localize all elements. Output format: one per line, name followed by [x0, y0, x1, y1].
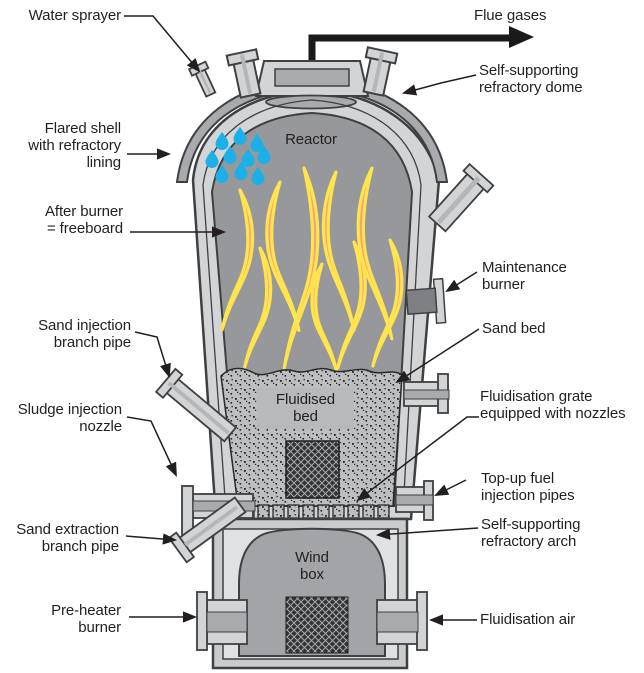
label-wind-box: Wind box [295, 549, 329, 583]
windbox-crosshatch-block [285, 596, 349, 654]
label-sand-bed: Sand bed [482, 320, 546, 337]
label-sand-extraction: Sand extraction branch pipe [16, 521, 119, 555]
fluidised-bed-label-box [257, 388, 354, 429]
label-refractory-dome: Self-supporting refractory dome [479, 62, 583, 96]
water-sprayer-nozzle [187, 60, 217, 98]
label-sludge-injection: Sludge injection nozzle [17, 401, 122, 435]
label-flue-gases: Flue gases [474, 7, 547, 24]
refractory-dome-leader [401, 74, 477, 96]
top-up-fuel-leader [434, 479, 467, 496]
label-refractory-arch: Self-supporting refractory arch [481, 516, 581, 550]
refractory-arch-leader [375, 527, 479, 540]
leader-lines [124, 15, 480, 626]
sludge-injection-leader [126, 416, 177, 477]
label-reactor: Reactor [285, 131, 337, 148]
sand-injection-branch-pipe [154, 367, 238, 443]
label-sand-injection: Sand injection branch pipe [38, 317, 131, 351]
wind-box [196, 517, 428, 670]
sand-bed-leader [395, 328, 480, 384]
sand-injection-leader [134, 331, 171, 379]
sand-extraction-leader [125, 533, 178, 545]
water-sprayer-leader [124, 15, 201, 73]
outlet-ellipse [265, 94, 357, 110]
flue-arrowhead-icon [509, 26, 534, 48]
label-flared-shell: Flared shell with refractory lining [28, 120, 121, 171]
label-after-burner: After burner = freeboard [44, 203, 123, 237]
sand-bed [220, 367, 403, 507]
bed-crosshatch-block [285, 440, 340, 499]
upper-right-nozzle [427, 162, 495, 233]
pre-heater-burner-pipe [196, 591, 248, 651]
label-fluidised-bed: Fluidised bed [275, 391, 336, 425]
dome-nozzle-right [356, 45, 400, 99]
label-pre-heater: Pre-heater burner [51, 602, 121, 636]
top-up-fuel-injection-pipe [395, 480, 434, 521]
maintenance-burner [405, 277, 447, 325]
label-water-sprayer: Water sprayer [28, 7, 121, 24]
label-maintenance-burner: Maintenance burner [482, 259, 567, 293]
fluidisation-air-pipe [376, 591, 428, 651]
dome-nozzle-left [224, 47, 268, 101]
dome-top-outlet [254, 60, 370, 97]
refractory-lining-line [202, 99, 422, 513]
maintenance-burner-leader [445, 271, 478, 293]
label-fluidisation-grate: Fluidisation grate equipped with nozzles [480, 388, 626, 422]
bed-level-right-pipe [403, 373, 450, 414]
label-fluidisation-air: Fluidisation air [480, 611, 576, 628]
fluidisation-grate-leader [356, 416, 479, 502]
label-top-up-fuel: Top-up fuel injection pipes [481, 470, 575, 504]
